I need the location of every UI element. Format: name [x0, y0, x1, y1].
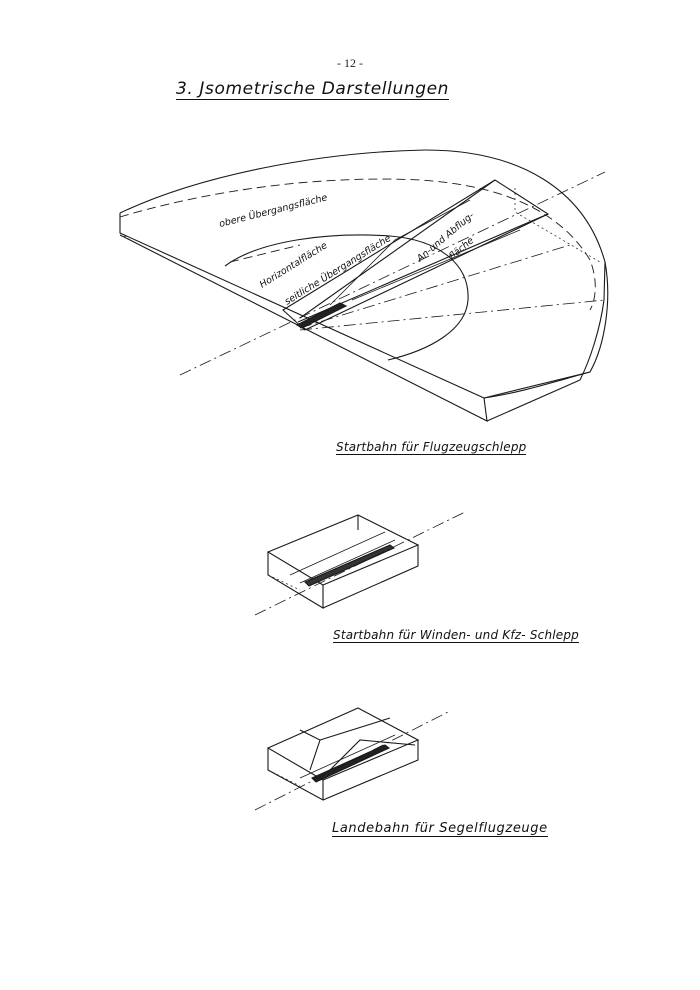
- runway-strip: [295, 302, 348, 329]
- disk-side-right: [486, 261, 606, 422]
- page-number: - 12 -: [337, 56, 363, 70]
- runway-strip: [304, 544, 396, 587]
- caption-glider-landing: Landebahn für Segelflugzeuge: [332, 821, 548, 837]
- centre-line: [254, 511, 466, 616]
- centre-line: [254, 711, 449, 811]
- caption-aerotow-runway: Startbahn für Flugzeugschlepp: [336, 440, 527, 455]
- section-title: 3. Jsometrische Darstellungen: [176, 79, 450, 100]
- horizontal-area-curve: [224, 234, 469, 361]
- runway-strip: [311, 744, 391, 783]
- upper-transition-dashed: [119, 178, 596, 311]
- caption-winch-runway: Startbahn für Winden- und Kfz- Schlepp: [333, 628, 579, 643]
